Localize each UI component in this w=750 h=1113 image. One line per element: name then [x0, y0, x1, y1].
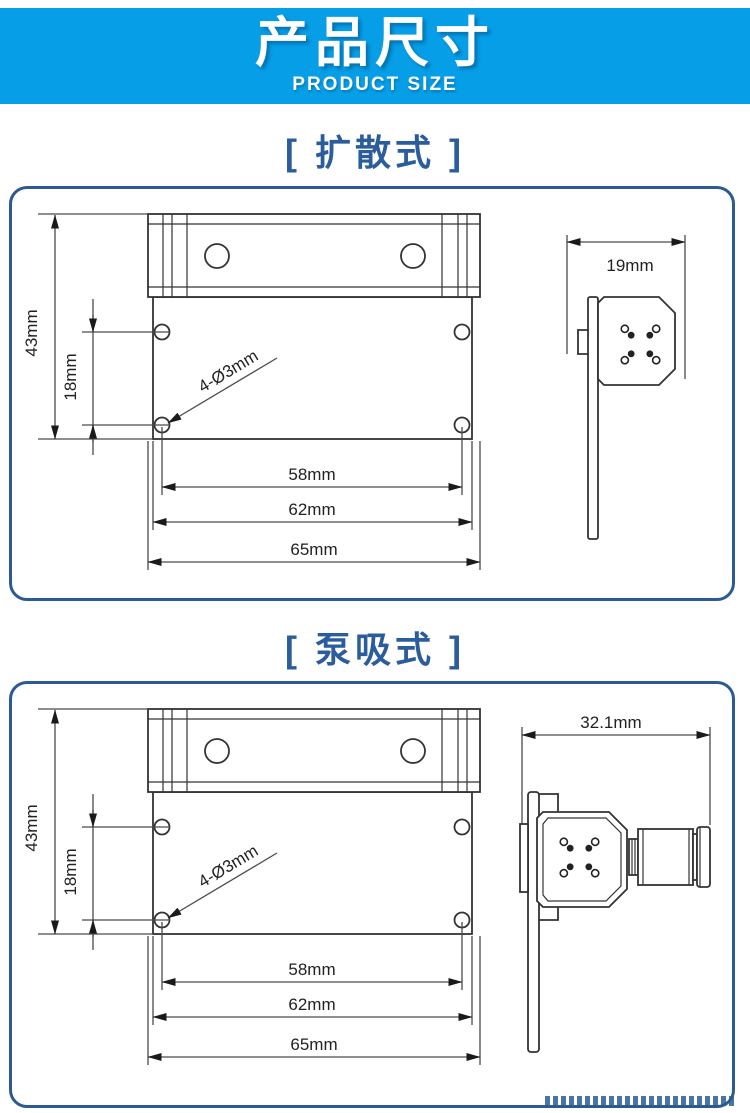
dim-height-label: 43mm [22, 309, 41, 356]
section-title-pump: [ 泵吸式 ] [285, 629, 465, 670]
plate-tab [519, 823, 529, 893]
connector-pins [620, 324, 661, 365]
dim-body-width: 62mm [152, 936, 473, 1025]
dim-overall-width-label: 65mm [290, 540, 337, 559]
housing-brackets [539, 793, 559, 921]
dim-hole-pitch-label: 18mm [61, 353, 80, 400]
cutoff-watermark [545, 1096, 737, 1106]
dim-hole-span-label: 58mm [288, 960, 335, 979]
dim-hole-pitch-label: 18mm [61, 848, 80, 895]
dim-hole-pitch: 18mm [61, 299, 170, 455]
sensor-housing-inner [542, 817, 622, 902]
dim-depth-label: 19mm [606, 256, 653, 275]
page-title-zh: 产品尺寸 [255, 13, 495, 73]
side-view-drawing: 32.1mm [519, 713, 711, 1053]
dim-height: 43mm [22, 709, 59, 935]
dim-depth-label: 32.1mm [580, 713, 641, 732]
mounting-bar [147, 708, 481, 793]
front-view-drawing: 43mm 18mm 4-Ø3mm 58mm 62mm [22, 708, 481, 1065]
page-header-banner: 产品尺寸 PRODUCT SIZE [0, 8, 750, 104]
dim-body-width-label: 62mm [288, 500, 335, 519]
dim-overall-width: 65mm [147, 936, 481, 1065]
section-title-diffusion: [ 扩散式 ] [285, 132, 465, 173]
page-title-en: PRODUCT SIZE [292, 74, 458, 96]
dim-overall-width-label: 65mm [290, 1035, 337, 1054]
dim-body-width: 62mm [152, 441, 473, 530]
dim-height: 43mm [22, 214, 59, 440]
front-view-drawing: 43mm 18mm 4-Ø3mm 58mm [22, 213, 481, 570]
mounting-plate-side [587, 296, 599, 540]
dim-hole-span: 58mm [161, 922, 463, 990]
device-body [152, 296, 473, 440]
dim-height-label: 43mm [22, 804, 41, 851]
side-view-drawing: 19mm [566, 235, 686, 540]
pump-drawing-panel: 43mm 18mm 4-Ø3mm 58mm 62mm [9, 681, 735, 1108]
sensor-housing-outer [536, 811, 628, 908]
diffusion-drawing-panel: 43mm 18mm 4-Ø3mm 58mm [9, 186, 735, 601]
dim-hole-span: 58mm [161, 427, 463, 495]
dim-hole-pitch: 18mm [61, 794, 170, 950]
mounting-bar [147, 213, 481, 298]
plate-notch [577, 329, 588, 355]
dim-overall-width: 65mm [147, 441, 481, 570]
dim-hole-span-label: 58mm [288, 465, 335, 484]
connector-pins [559, 837, 600, 878]
diffusion-technical-drawing: 43mm 18mm 4-Ø3mm 58mm [22, 213, 686, 570]
pump-technical-drawing: 43mm 18mm 4-Ø3mm 58mm 62mm [22, 708, 711, 1065]
pump-fitting [628, 826, 711, 888]
dim-body-width-label: 62mm [288, 995, 335, 1014]
device-body [152, 791, 473, 935]
sensor-housing-side [597, 296, 676, 386]
